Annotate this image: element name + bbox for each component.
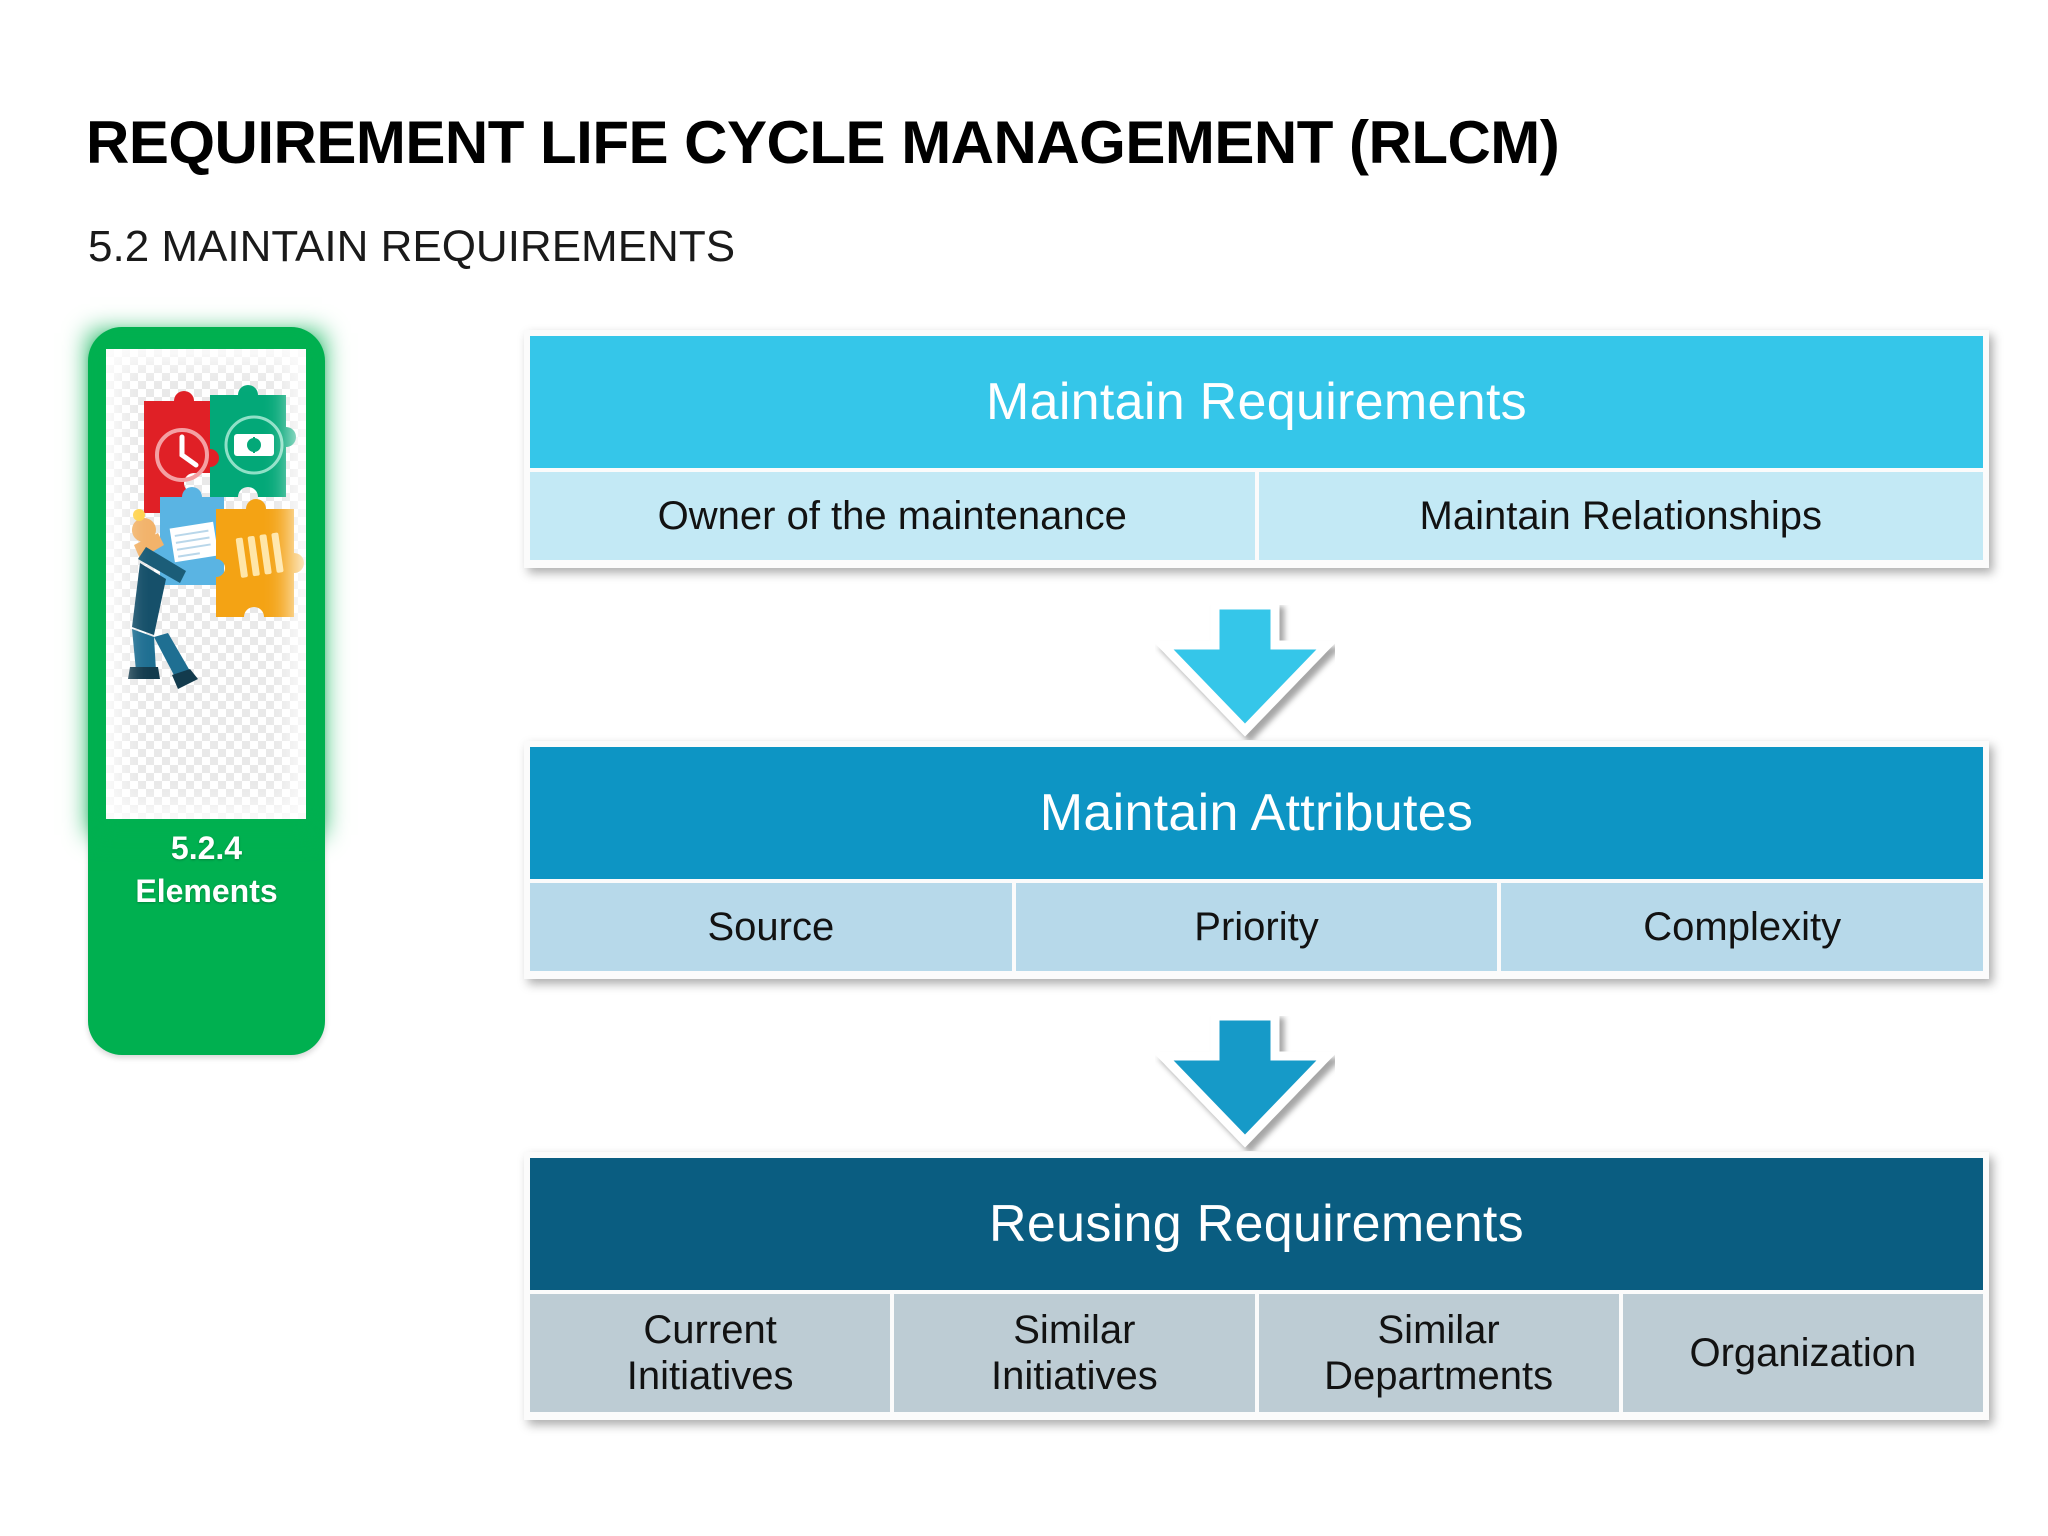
elements-side-panel: 5.2.4 Elements [88,327,325,1055]
block-cell-maintain-relationships[interactable]: Maintain Relationships [1258,472,1983,560]
block-cell-source[interactable]: Source [530,883,1012,971]
puzzle-pieces-illustration [106,349,306,819]
block-cell-complexity[interactable]: Complexity [1501,883,1984,971]
puzzle-pieces-icon [128,385,304,689]
block-cell-owner-of-the-maintenance[interactable]: Owner of the maintenance [530,472,1255,560]
block-header-maintain-attributes: Maintain Attributes [530,747,1983,879]
page-title: REQUIREMENT LIFE CYCLE MANAGEMENT (RLCM) [86,109,1560,176]
side-panel-number: 5.2.4 [170,830,243,866]
block-header-reusing-requirements: Reusing Requirements [530,1158,1983,1290]
page-subtitle: 5.2 MAINTAIN REQUIREMENTS [88,222,736,271]
arrow-down-icon-1 [1155,605,1335,737]
block-row-maintain-attributes: Source Priority Complexity [530,883,1984,971]
flow-block-maintain-requirements[interactable]: Maintain Requirements Owner of the maint… [524,330,1989,568]
block-cell-priority[interactable]: Priority [1015,883,1498,971]
block-header-maintain-requirements: Maintain Requirements [530,336,1983,468]
block-row-maintain-requirements: Owner of the maintenance Maintain Relati… [530,472,1983,560]
side-panel-label: Elements [135,873,278,910]
flow-block-maintain-attributes[interactable]: Maintain Attributes Source Priority Comp… [524,741,1989,979]
block-cell-organization[interactable]: Organization [1622,1294,1983,1412]
side-panel-caption: 5.2.4 Elements [88,827,325,913]
arrow-down-icon-2 [1155,1016,1335,1148]
